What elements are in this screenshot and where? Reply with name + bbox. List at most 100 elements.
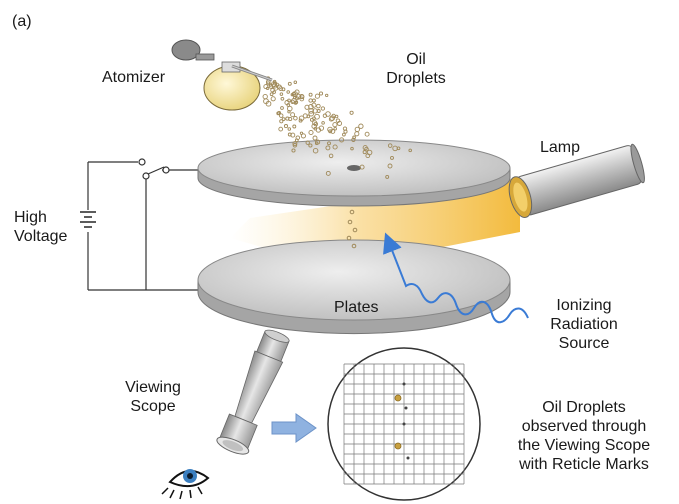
oil-droplet bbox=[328, 129, 333, 134]
oil-droplet bbox=[334, 114, 339, 119]
reticle-droplet bbox=[402, 422, 406, 426]
oil-droplets-cloud bbox=[262, 76, 412, 179]
oil-droplet bbox=[286, 90, 290, 94]
observed-line-4: with Reticle Marks bbox=[519, 456, 649, 473]
falling-droplet bbox=[351, 243, 357, 249]
oil-droplet bbox=[314, 93, 320, 99]
oil-droplet bbox=[269, 92, 274, 97]
oil-droplet bbox=[308, 98, 313, 103]
oil-droplet bbox=[292, 91, 296, 96]
reticle-view bbox=[327, 347, 481, 501]
observed-line-1: Oil Droplets bbox=[542, 399, 626, 416]
oil-droplet bbox=[272, 79, 277, 84]
oil-droplet bbox=[312, 147, 319, 154]
plate-hole bbox=[347, 165, 361, 171]
oil-droplet bbox=[280, 106, 284, 110]
observed-line-3: the Viewing Scope bbox=[517, 437, 651, 454]
oil-droplet bbox=[308, 143, 313, 148]
oil-droplet bbox=[270, 96, 276, 102]
oil-droplet bbox=[308, 107, 314, 114]
oil-droplet bbox=[290, 132, 296, 138]
oil-droplet bbox=[313, 121, 319, 127]
oil-droplet bbox=[262, 93, 268, 100]
oil-droplet bbox=[281, 87, 286, 92]
oil-droplet bbox=[325, 145, 331, 151]
oil-droplet bbox=[333, 126, 337, 131]
oil-droplet bbox=[292, 141, 298, 147]
oil-droplet bbox=[396, 146, 401, 151]
oil-droplet bbox=[288, 116, 293, 122]
oil-droplet bbox=[332, 122, 338, 128]
oil-droplet bbox=[316, 103, 321, 109]
oil-droplet bbox=[308, 110, 314, 117]
switch bbox=[138, 158, 170, 180]
oil-droplet bbox=[359, 164, 365, 170]
oil-droplet bbox=[293, 115, 298, 121]
oil-droplet bbox=[314, 141, 319, 146]
oil-droplets-line-1: Oil bbox=[406, 51, 426, 68]
oil-droplet bbox=[327, 141, 331, 146]
oil-droplet bbox=[339, 137, 345, 143]
oil-droplet bbox=[280, 96, 285, 101]
high-voltage-line-1: High bbox=[14, 209, 47, 226]
oil-droplet bbox=[387, 163, 393, 169]
panel-label: (a) bbox=[12, 13, 32, 30]
oil-droplet bbox=[321, 121, 325, 125]
oil-droplet bbox=[265, 86, 270, 91]
viewing-scope bbox=[216, 329, 290, 455]
oil-droplet bbox=[318, 91, 324, 96]
oil-droplet bbox=[278, 126, 284, 132]
oil-droplet bbox=[286, 103, 291, 107]
oil-droplet bbox=[352, 135, 356, 140]
oil-droplet bbox=[362, 145, 368, 151]
oil-droplet bbox=[287, 127, 292, 131]
observed-line-2: observed through bbox=[521, 418, 647, 435]
view-arrow bbox=[271, 413, 317, 443]
falling-droplet bbox=[347, 219, 353, 225]
oil-droplet bbox=[365, 153, 371, 159]
falling-droplet bbox=[346, 235, 352, 241]
oil-droplet bbox=[287, 81, 292, 86]
oil-droplet bbox=[300, 133, 306, 139]
oil-droplet bbox=[294, 138, 299, 143]
oil-droplet bbox=[315, 127, 322, 133]
oil-droplet bbox=[342, 132, 346, 137]
top-plate bbox=[197, 139, 511, 207]
oil-droplet bbox=[304, 104, 310, 110]
oil-droplet bbox=[279, 92, 284, 96]
oil-droplet bbox=[349, 110, 354, 115]
reticle-droplet bbox=[406, 456, 410, 460]
oil-droplets-line-2: Droplets bbox=[386, 70, 446, 87]
oil-droplet bbox=[350, 146, 354, 151]
oil-droplet bbox=[358, 123, 364, 129]
oil-droplet bbox=[293, 80, 298, 84]
oil-droplet bbox=[287, 105, 293, 112]
oil-droplet bbox=[292, 143, 298, 148]
ionizing-radiation-label: Ionizing Radiation Source bbox=[536, 296, 632, 353]
reticle-droplet bbox=[394, 442, 402, 450]
oil-droplet bbox=[351, 137, 356, 142]
viewing-scope-label: Viewing Scope bbox=[118, 378, 188, 416]
oil-droplet bbox=[385, 174, 390, 179]
lamp-label: Lamp bbox=[540, 139, 581, 156]
radiation-wave bbox=[383, 232, 529, 324]
atomizer-label: Atomizer bbox=[102, 69, 166, 86]
oil-droplet bbox=[276, 84, 282, 90]
oil-droplet bbox=[305, 140, 310, 145]
oil-droplet bbox=[279, 119, 284, 124]
reticle-droplet bbox=[404, 406, 408, 410]
oil-droplet bbox=[287, 98, 291, 103]
oil-droplet bbox=[263, 84, 269, 90]
oil-droplet bbox=[290, 112, 296, 118]
oil-droplet bbox=[283, 124, 289, 129]
oil-droplet bbox=[330, 128, 336, 134]
oil-droplet bbox=[387, 143, 393, 148]
oil-droplet bbox=[312, 135, 318, 141]
ionizing-line-1: Ionizing bbox=[556, 297, 612, 314]
oil-droplet bbox=[299, 94, 305, 100]
oil-droplet bbox=[312, 108, 318, 114]
oil-droplet bbox=[390, 155, 394, 160]
oil-droplet bbox=[276, 111, 281, 116]
oil-droplet bbox=[306, 114, 311, 119]
oil-droplet bbox=[354, 131, 360, 137]
